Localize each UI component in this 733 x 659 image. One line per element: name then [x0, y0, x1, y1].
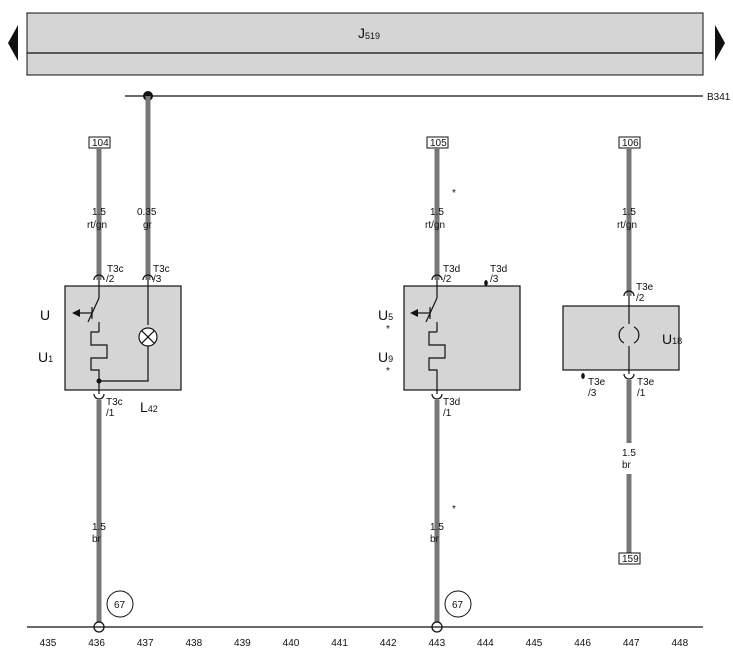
- pin-t3c-2-label: T3c: [107, 264, 124, 275]
- triangle-left-icon[interactable]: [8, 25, 18, 61]
- star-443-bottom: *: [452, 504, 456, 515]
- pin-t3c-1-num: /1: [106, 408, 115, 419]
- component-u1-box: [64, 285, 182, 391]
- pin-t3d-3-mark: [484, 280, 488, 286]
- track-numbers: 435 436 437 438 439 440 441 442 443 444 445 446 447 4…: [40, 638, 689, 649]
- pin-t3e-1: [623, 373, 635, 380]
- track-number: 441: [331, 638, 348, 649]
- pin-t3c-3: [142, 274, 154, 281]
- track-number: 447: [623, 638, 640, 649]
- wire-443-bottom-size: 1.5: [430, 522, 444, 533]
- component-u-label: U: [40, 307, 50, 323]
- socket-icon: [618, 326, 640, 344]
- star-u5: *: [386, 324, 390, 335]
- pin-t3d-2-label: T3d: [443, 264, 460, 275]
- track-number: 435: [40, 638, 57, 649]
- wire-436-bottom-color: br: [92, 534, 102, 545]
- control-unit-label: J519: [358, 25, 380, 41]
- track-number: 439: [234, 638, 251, 649]
- switch-arrow-icon-u5: [410, 309, 418, 317]
- resistor-symbol-u9: [428, 331, 446, 394]
- pin-t3e-2-num: /2: [636, 293, 645, 304]
- connector-159: [618, 552, 641, 565]
- pin-t3d-2: [431, 274, 443, 281]
- component-u18-box: [562, 305, 680, 371]
- component-u18-label: U18: [662, 331, 682, 347]
- track-number: 446: [574, 638, 591, 649]
- component-u1-label: U1: [38, 349, 53, 365]
- wire-443-top-color: rt/gn: [425, 220, 445, 231]
- pin-t3e-1-num: /1: [637, 388, 646, 399]
- pin-t3d-3-num: /3: [490, 274, 499, 285]
- track-number: 445: [526, 638, 543, 649]
- track-number: 443: [428, 638, 445, 649]
- connector-105-label: 105: [430, 138, 447, 149]
- wire-447-top-color: rt/gn: [617, 220, 637, 231]
- component-u5-label: U5: [378, 307, 393, 323]
- pin-t3c-2: [93, 274, 105, 281]
- wire-443-top-size: 1.5: [430, 207, 444, 218]
- switch-arrow-icon: [72, 309, 80, 317]
- ground-ref-67-b: [444, 590, 472, 618]
- pin-t3e-2-label: T3e: [636, 282, 654, 293]
- wire-436-top-color: rt/gn: [87, 220, 107, 231]
- control-unit-j519: [26, 12, 704, 76]
- bus-b341-label: B341: [707, 92, 731, 103]
- wire-436-top-size: 1.5: [92, 207, 106, 218]
- pin-t3c-3-num: /3: [153, 274, 162, 285]
- ground-ref-67-b-label: 67: [452, 600, 464, 611]
- pin-t3c-1-label: T3c: [106, 397, 123, 408]
- star-443-top: *: [452, 188, 456, 199]
- switch-contact: [87, 297, 100, 323]
- component-l42-label: L42: [140, 399, 158, 415]
- pin-t3d-1: [431, 393, 443, 400]
- connector-159-label: 159: [622, 554, 639, 565]
- wire-447-top-size: 1.5: [622, 207, 636, 218]
- pin-t3e-2: [623, 290, 635, 297]
- pin-t3d-3-label: T3d: [490, 264, 507, 275]
- track-number: 444: [477, 638, 494, 649]
- pin-t3e-3-label: T3e: [588, 377, 606, 388]
- wire-443-bottom-color: br: [430, 534, 440, 545]
- track-number: 448: [671, 638, 688, 649]
- pin-t3e-3-num: /3: [588, 388, 597, 399]
- pin-t3e-1-label: T3e: [637, 377, 655, 388]
- wire-437-color: gr: [143, 220, 153, 231]
- ground-ref-67-a-label: 67: [114, 600, 126, 611]
- track-number: 440: [283, 638, 300, 649]
- pin-t3c-3-label: T3c: [153, 264, 170, 275]
- pin-t3c-2-num: /2: [106, 274, 115, 285]
- wire-447-bottom-size: 1.5: [622, 448, 636, 459]
- connector-104-label: 104: [92, 138, 109, 149]
- ground-ref-67-a: [106, 590, 134, 618]
- component-u5-box: [403, 285, 521, 391]
- triangle-right-icon[interactable]: [715, 25, 725, 61]
- wire-437-size: 0.35: [137, 207, 157, 218]
- star-u9: *: [386, 366, 390, 377]
- connector-106-label: 106: [622, 138, 639, 149]
- track-number: 437: [137, 638, 154, 649]
- track-number: 438: [185, 638, 202, 649]
- pin-t3d-1-num: /1: [443, 408, 452, 419]
- wire-436-bottom-size: 1.5: [92, 522, 106, 533]
- wire-447-bottom-color: br: [622, 460, 632, 471]
- pin-t3c-1: [93, 393, 105, 400]
- resistor-symbol: [90, 331, 108, 394]
- pin-t3e-3-mark: [581, 373, 585, 379]
- pin-t3d-1-label: T3d: [443, 397, 460, 408]
- component-u9-label: U9: [378, 349, 393, 365]
- junction-dot-u1: [96, 378, 102, 384]
- track-number: 442: [380, 638, 397, 649]
- track-number: 436: [88, 638, 105, 649]
- pin-t3d-2-num: /2: [443, 274, 452, 285]
